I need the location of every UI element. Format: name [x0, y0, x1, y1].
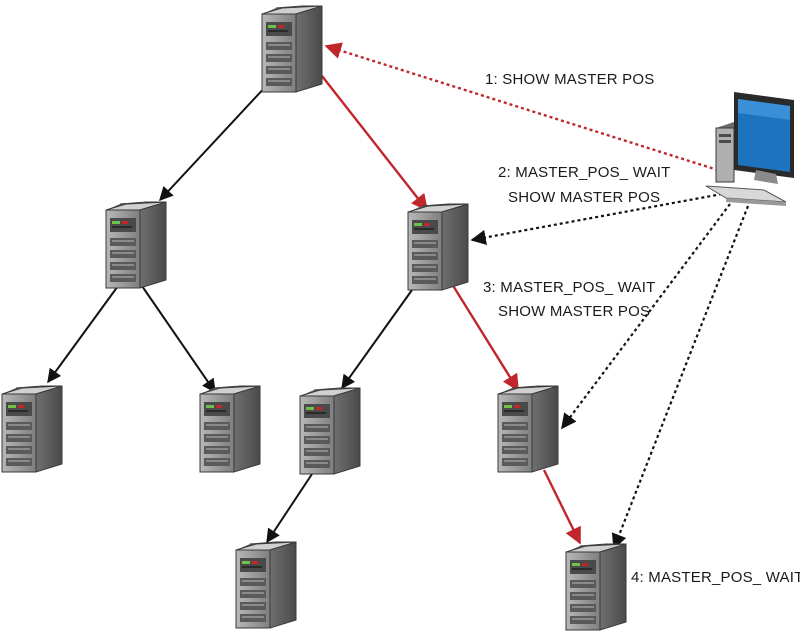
- replication-edges: [47, 83, 413, 544]
- edge-leaf4-to-target: [542, 469, 582, 545]
- label-step2-line2: SHOW MASTER POS: [508, 189, 660, 206]
- step-labels: 1: SHOW MASTER POS 2: MASTER_POS_ WAIT S…: [483, 71, 800, 586]
- edge-master-to-mid: [321, 75, 429, 212]
- master-server-icon: [261, 5, 323, 93]
- replication-path: [321, 75, 582, 545]
- client-commands: [324, 42, 750, 550]
- target-server-icon: [565, 543, 627, 631]
- cmd-step3: [561, 203, 731, 430]
- leaf-3-server-icon: [299, 387, 361, 475]
- desktop-computer-icon: [705, 92, 794, 206]
- label-step3-line2: SHOW MASTER POS: [498, 303, 650, 320]
- slave-mid-server-icon: [407, 203, 469, 291]
- cmd-step2: [470, 192, 723, 246]
- edge-left-to-leaf-1: [47, 285, 119, 384]
- leaf-1-server-icon: [1, 385, 63, 473]
- label-step3-line1: 3: MASTER_POS_ WAIT: [483, 279, 655, 296]
- edge-left-to-leaf-2: [141, 285, 216, 394]
- leaf-4-server-icon: [497, 385, 559, 473]
- cmd-show-master-pos: [324, 42, 725, 174]
- leaf-2-server-icon: [199, 385, 261, 473]
- edge-mid-to-leaf-3: [341, 289, 413, 390]
- label-step1: 1: SHOW MASTER POS: [485, 71, 654, 88]
- edge-leaf3-to-leaf-5: [266, 473, 313, 544]
- leaf-5-server-icon: [235, 541, 297, 629]
- label-step2-line1: 2: MASTER_POS_ WAIT: [498, 164, 670, 181]
- label-step4: 4: MASTER_POS_ WAIT: [631, 569, 800, 586]
- edge-master-to-slave-left: [159, 83, 269, 202]
- cmd-step4: [611, 205, 750, 550]
- edge-mid-to-leaf-4: [450, 283, 520, 392]
- slave-left-server-icon: [105, 201, 167, 289]
